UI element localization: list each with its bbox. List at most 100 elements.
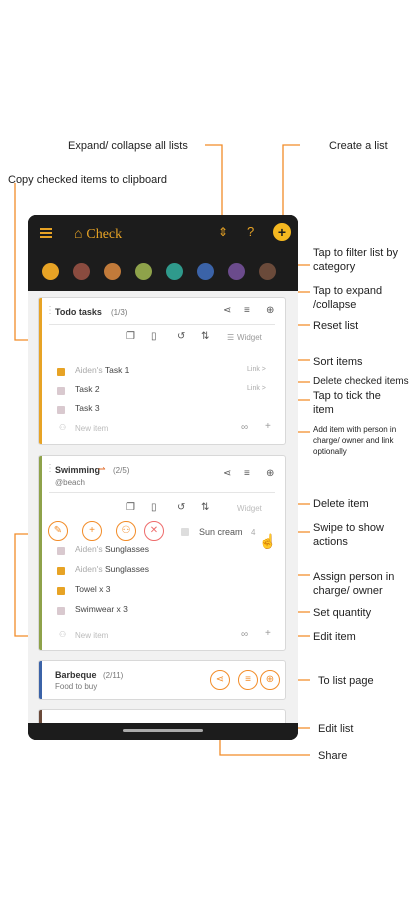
link-icon[interactable]: ∞ (241, 629, 249, 640)
item-name: Task 3 (75, 403, 100, 413)
item-name: Sunglasses (105, 564, 149, 574)
edit-list-icon[interactable]: ≡ (244, 305, 250, 316)
divider (49, 492, 275, 493)
drag-handle-icon[interactable]: ⋮ (45, 463, 55, 474)
category-color-dot[interactable] (135, 263, 152, 280)
widget-label: Widget (237, 504, 262, 513)
to-list-page-circle-icon[interactable]: ⊕ (260, 670, 280, 690)
item-owner: Aiden's (75, 564, 103, 574)
callout-assign-person: Assign person in charge/ owner (313, 571, 395, 597)
callout-edit-list: Edit list (318, 723, 354, 735)
item-owner: Aiden's (75, 365, 103, 375)
app-name: Check (86, 227, 123, 242)
delete-checked-icon[interactable]: ▯ (151, 502, 157, 513)
list-subtitle: Food to buy (55, 682, 98, 691)
card-color-stripe (39, 661, 42, 699)
lists-content: ⋮ Todo tasks (1/3) ⋖ ≡ ⊕ ❐ ▯ ↺ ⇅ ☰ Widge… (28, 291, 298, 723)
category-color-dot[interactable] (228, 263, 245, 280)
share-icon[interactable]: ⋖ (223, 305, 232, 316)
share-circle-icon[interactable]: ⋖ (210, 670, 230, 690)
callout-reset-list: Reset list (313, 320, 359, 332)
sort-icon[interactable]: ⇅ (201, 502, 210, 513)
list-count: (2/11) (103, 671, 124, 680)
callout-sort-items: Sort items (313, 356, 363, 368)
swiped-item-name[interactable]: Sun cream (199, 527, 243, 537)
category-color-dot[interactable] (104, 263, 121, 280)
category-filter-bar (28, 253, 298, 291)
item-checkbox[interactable] (57, 547, 65, 555)
menu-icon[interactable] (40, 228, 52, 238)
category-color-dot[interactable] (259, 263, 276, 280)
callout-tick-item: Tap to tick the item (313, 390, 381, 416)
item-name: Sunglasses (105, 544, 149, 554)
callout-delete-checked: Delete checked items (313, 376, 409, 387)
swiped-item-qty: 4 (251, 528, 256, 537)
zoom-icon[interactable]: ⊕ (266, 468, 275, 479)
delete-checked-icon[interactable]: ▯ (151, 331, 157, 342)
checkbox[interactable] (181, 528, 189, 536)
reset-icon[interactable]: ↺ (177, 331, 186, 342)
item-checkbox[interactable] (57, 607, 65, 615)
assign-person-action-icon[interactable]: ⚇ (116, 521, 136, 541)
item-checkbox[interactable] (57, 567, 65, 575)
list-card-todo[interactable]: ⋮ Todo tasks (1/3) ⋖ ≡ ⊕ ❐ ▯ ↺ ⇅ ☰ Widge… (38, 297, 286, 445)
phone-frame: ⌂ Check ⇕ ? + ⋮ Todo tasks (1/3) ⋖ ≡ ⊕ ❐… (28, 215, 298, 740)
help-icon[interactable]: ? (247, 224, 255, 239)
person-icon: ⚇ (59, 630, 67, 639)
edit-list-circle-icon[interactable]: ≡ (238, 670, 258, 690)
widget-label: Widget (237, 333, 262, 342)
list-item[interactable]: Swimwear x 3 (75, 604, 128, 618)
share-icon[interactable]: ⋖ (223, 468, 232, 479)
item-checkbox[interactable] (57, 587, 65, 595)
copy-icon[interactable]: ❐ (126, 331, 135, 342)
item-link[interactable]: Link > (247, 366, 266, 373)
edit-list-icon[interactable]: ≡ (244, 468, 250, 479)
reset-icon[interactable]: ↺ (177, 502, 186, 513)
list-title[interactable]: Todo tasks (55, 307, 102, 317)
list-card-swimming[interactable]: ⋮ Swimming ⇀ (2/5) @beach ⋖ ≡ ⊕ ❐ ▯ ↺ ⇅ … (38, 455, 286, 651)
list-count: (2/5) (113, 466, 130, 475)
category-color-dot[interactable] (42, 263, 59, 280)
delete-item-action-icon[interactable]: ✕ (144, 521, 164, 541)
callout-copy-checked: Copy checked items to clipboard (8, 174, 167, 186)
expand-collapse-all-icon[interactable]: ⇕ (218, 225, 229, 239)
item-checkbox[interactable] (57, 387, 65, 395)
add-item-icon[interactable]: + (265, 421, 271, 432)
item-name: Task 1 (104, 365, 130, 375)
link-icon[interactable]: ∞ (241, 422, 249, 433)
category-color-dot[interactable] (197, 263, 214, 280)
zoom-icon[interactable]: ⊕ (266, 305, 275, 316)
home-indicator[interactable] (123, 729, 203, 732)
callout-edit-item: Edit item (313, 631, 356, 643)
copy-icon[interactable]: ❐ (126, 502, 135, 513)
drag-handle-icon[interactable]: ⋮ (45, 305, 55, 316)
list-item[interactable]: Towel x 3 (75, 584, 110, 598)
new-item-placeholder[interactable]: New item (75, 631, 109, 640)
list-title[interactable]: Barbeque (55, 670, 97, 680)
set-quantity-action-icon[interactable]: + (82, 521, 102, 541)
list-card-next[interactable] (38, 709, 286, 723)
add-item-icon[interactable]: + (265, 628, 271, 639)
list-item[interactable]: Aiden's Sunglasses (75, 544, 149, 558)
edit-item-action-icon[interactable]: ✎ (48, 521, 68, 541)
person-icon: ⚇ (59, 423, 67, 432)
sort-icon[interactable]: ⇅ (201, 331, 210, 342)
new-item-placeholder[interactable]: New item (75, 424, 109, 433)
list-title[interactable]: Swimming (55, 465, 101, 475)
item-checkbox[interactable] (57, 368, 65, 376)
card-color-stripe (39, 456, 42, 650)
item-checkbox[interactable] (57, 406, 65, 414)
category-color-dot[interactable] (166, 263, 183, 280)
item-link[interactable]: Link > (247, 385, 266, 392)
list-item[interactable]: Task 2 (75, 384, 100, 398)
callout-add-item: Add item with person in charge/ owner an… (313, 425, 397, 456)
list-item[interactable]: Aiden's Task 1 (75, 365, 129, 379)
list-card-barbeque[interactable]: Barbeque (2/11) Food to buy (38, 660, 286, 700)
create-list-button[interactable]: + (273, 223, 291, 241)
list-item[interactable]: Task 3 (75, 403, 100, 417)
swimmer-icon: ⇀ (98, 464, 106, 474)
category-color-dot[interactable] (73, 263, 90, 280)
callout-share: Share (318, 750, 348, 762)
widget-icon[interactable]: ☰ (227, 333, 235, 342)
list-item[interactable]: Aiden's Sunglasses (75, 564, 149, 578)
